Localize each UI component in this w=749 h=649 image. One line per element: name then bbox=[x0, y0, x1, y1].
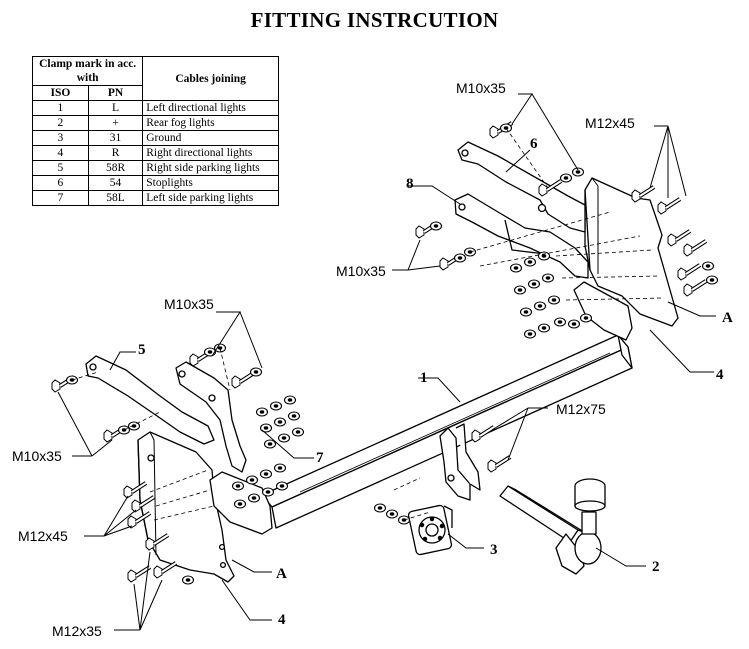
alignment-lines bbox=[71, 127, 665, 521]
label-m12x45-top: M12x45 bbox=[585, 115, 635, 131]
label-m12x75: M12x75 bbox=[556, 401, 606, 417]
label-m12x35-left: M12x35 bbox=[52, 623, 102, 639]
cable-cell: Stoplights bbox=[142, 175, 279, 191]
pn-cell: 58R bbox=[87, 160, 144, 176]
cable-cell: Right directional lights bbox=[142, 145, 279, 161]
bracket-part-8 bbox=[454, 193, 589, 279]
page-title: FITTING INSTRCUTION bbox=[250, 8, 499, 32]
electrical-socket bbox=[407, 504, 453, 556]
label-part-8: 8 bbox=[406, 176, 414, 192]
header-cables-joining: Cables joining bbox=[142, 56, 279, 101]
label-m12x45-left: M12x45 bbox=[18, 528, 68, 544]
label-part-5: 5 bbox=[138, 342, 146, 358]
bracket-part-5 bbox=[85, 355, 215, 445]
label-part-2: 2 bbox=[652, 559, 660, 575]
label-part-1: 1 bbox=[420, 370, 428, 386]
cable-cell: Left side parking lights bbox=[142, 190, 279, 206]
header-clamp-mark: Clamp mark in acc. with bbox=[31, 56, 144, 86]
label-a-right: A bbox=[722, 310, 733, 326]
bracket-part-7 bbox=[175, 361, 247, 473]
labels: M10x35 M12x45 6 8 M10x35 A 4 1 M10x35 5 … bbox=[12, 80, 733, 639]
label-a-bottom: A bbox=[276, 566, 287, 582]
right-side-plate bbox=[584, 177, 679, 327]
label-part-4-right: 4 bbox=[716, 367, 724, 383]
label-part-4-bottom: 4 bbox=[278, 612, 286, 628]
cable-table: Clamp mark in acc. with Cables joining I… bbox=[31, 56, 279, 206]
header-pn: PN bbox=[87, 85, 144, 101]
label-part-6: 6 bbox=[530, 136, 538, 152]
label-m10x35-right-mid: M10x35 bbox=[336, 263, 386, 279]
label-part-7: 7 bbox=[316, 450, 324, 466]
center-bracket bbox=[439, 423, 481, 501]
cable-cell: Right side parking lights bbox=[142, 160, 279, 176]
label-m10x35-left-side: M10x35 bbox=[12, 448, 62, 464]
label-m10x35-top: M10x35 bbox=[456, 80, 506, 96]
bracket-part-6 bbox=[457, 141, 586, 233]
pn-cell: 58L bbox=[87, 190, 144, 206]
tow-ball bbox=[499, 478, 606, 575]
left-side-plate bbox=[137, 431, 235, 583]
label-m10x35-left-top: M10x35 bbox=[164, 296, 214, 312]
label-part-3: 3 bbox=[490, 542, 498, 558]
leader-lines bbox=[57, 93, 716, 631]
